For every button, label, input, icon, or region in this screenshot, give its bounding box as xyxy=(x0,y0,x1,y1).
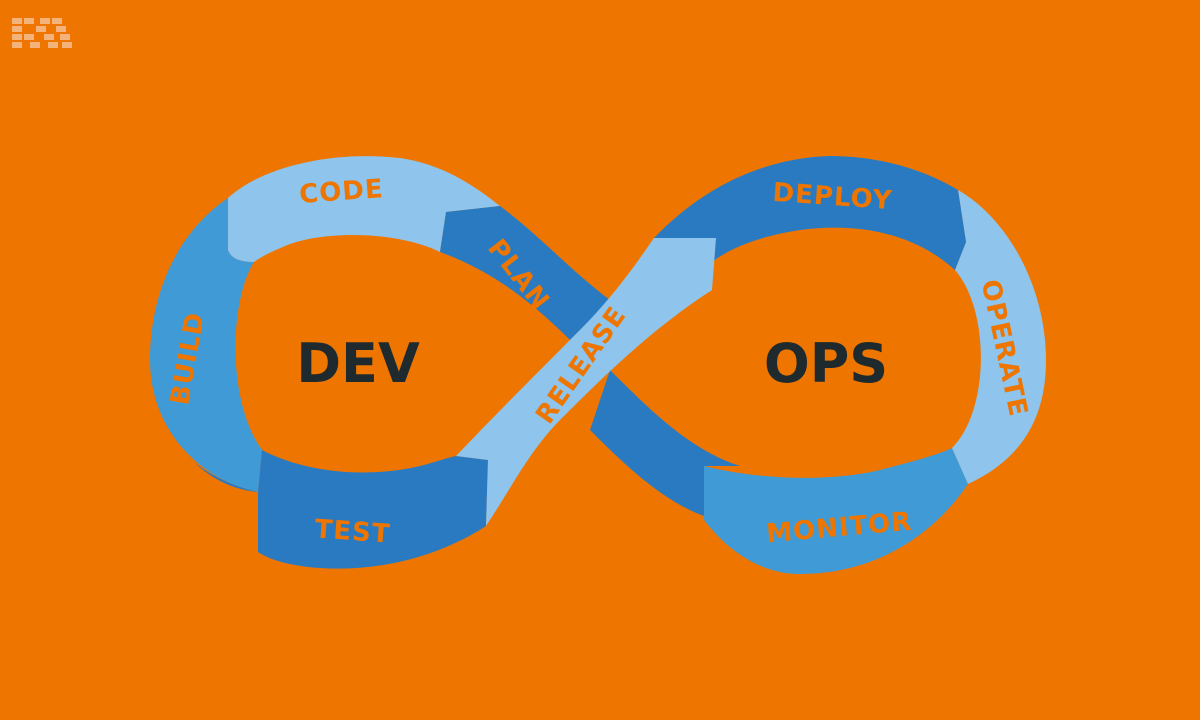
grid-logo-icon xyxy=(12,18,72,48)
ops-label: OPS xyxy=(764,332,888,395)
operate-segment xyxy=(952,190,1046,484)
dev-label: DEV xyxy=(296,332,420,395)
monitor-segment xyxy=(704,448,968,574)
code-label: CODE xyxy=(298,174,384,210)
test-label: TEST xyxy=(314,514,392,549)
code-segment xyxy=(228,156,500,262)
test-segment xyxy=(258,450,488,569)
crossover-lower-segment xyxy=(590,370,740,516)
deploy-segment xyxy=(654,156,966,270)
build-segment xyxy=(150,198,262,492)
release-arrow xyxy=(456,238,716,526)
plan-segment xyxy=(440,206,610,340)
